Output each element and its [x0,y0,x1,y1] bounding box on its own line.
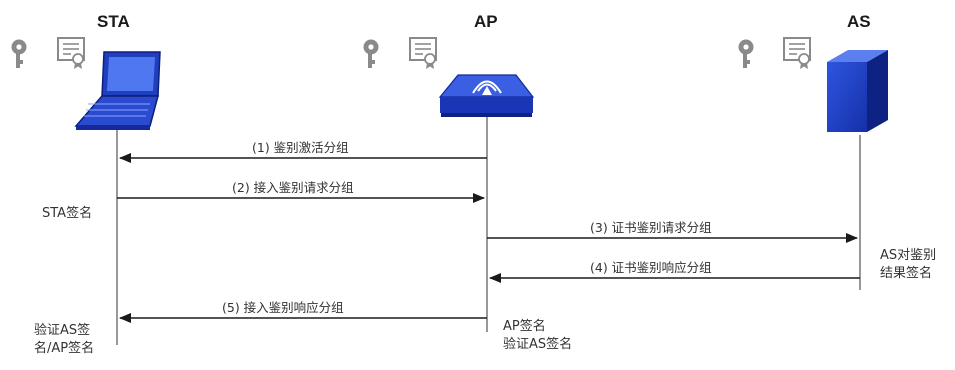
sta-sign-note: STA签名 [42,206,93,221]
message-5-label: (5) 接入鉴别响应分组 [222,300,344,315]
certificate-icon [783,37,811,69]
server-icon [827,50,888,132]
as-sign-note: AS对鉴别 结果签名 [880,247,936,283]
as-sign-note-line2: 结果签名 [880,266,933,281]
sta-title: STA [97,12,130,31]
ap-title: AP [474,12,498,31]
ap-sign-note-line1: AP签名 [503,319,546,334]
message-3-label: (3) 证书鉴别请求分组 [590,220,712,235]
message-4-label: (4) 证书鉴别响应分组 [590,260,712,275]
as-sign-note-line1: AS对鉴别 [880,248,937,263]
key-icon [363,39,379,68]
key-icon [11,39,27,68]
sta-verify-note-line2: 名/AP签名 [34,341,95,356]
sta-verify-note: 验证AS签 名/AP签名 [34,322,94,358]
as-title: AS [847,12,871,31]
ap-sign-note-line2: 验证AS签名 [503,337,573,352]
certificate-icon [409,37,437,69]
message-2-label: (2) 接入鉴别请求分组 [232,180,354,195]
certificate-icon [57,37,85,69]
laptop-icon [74,51,161,130]
sta-verify-note-line1: 验证AS签 [34,323,91,338]
access-point-icon [438,74,535,117]
message-1-label: (1) 鉴别激活分组 [252,140,349,155]
ap-sign-note: AP签名 验证AS签名 [503,318,572,354]
key-icon [738,39,754,68]
